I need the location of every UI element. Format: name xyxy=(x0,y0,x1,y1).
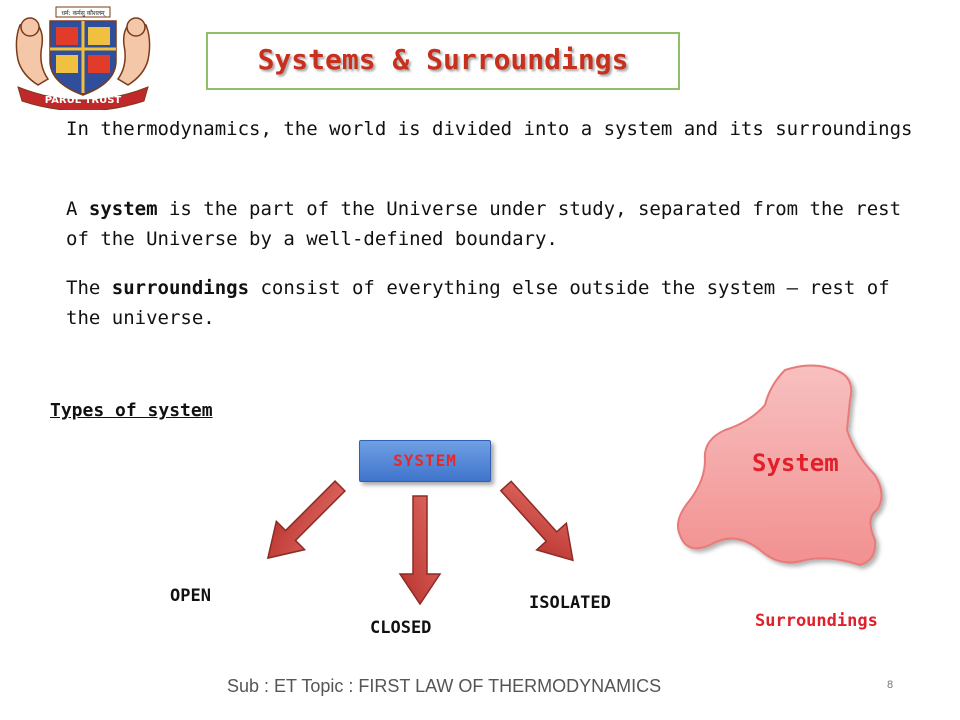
lion-left-icon xyxy=(15,17,50,86)
arrow-open-icon xyxy=(266,479,347,560)
label-isolated: ISOLATED xyxy=(529,593,611,613)
paragraph-surroundings-definition: The surroundings consist of everything e… xyxy=(66,277,890,329)
logo-motto: धर्म: कर्मसु कौशलम् xyxy=(61,9,105,17)
logo-name: PARUL TRUST xyxy=(45,95,122,106)
paragraph-intro: In thermodynamics, the world is divided … xyxy=(66,118,913,140)
paragraph-system-definition: A system is the part of the Universe und… xyxy=(66,198,902,250)
types-heading: Types of system xyxy=(50,400,213,421)
lion-right-icon xyxy=(116,17,151,86)
system-label: System xyxy=(752,449,839,477)
term-surroundings: surroundings xyxy=(111,277,250,299)
label-closed: CLOSED xyxy=(370,618,432,638)
system-node: SYSTEM xyxy=(359,440,491,482)
title-box xyxy=(206,32,680,90)
parul-trust-logo: धर्म: कर्मसु कौशलम् PARUL TRUST xyxy=(15,6,151,110)
arrow-isolated-icon xyxy=(499,480,574,562)
system-boundary-shape xyxy=(677,364,883,567)
page-number: 8 xyxy=(887,679,894,691)
footer-text: Sub : ET Topic : FIRST LAW OF THERMODYNA… xyxy=(227,676,662,696)
arrow-closed-icon xyxy=(398,495,442,606)
term-system: system xyxy=(88,198,158,220)
surroundings-label: Surroundings xyxy=(755,611,878,631)
slide-title: Systems & Surroundings xyxy=(257,43,629,76)
label-open: OPEN xyxy=(170,586,211,606)
